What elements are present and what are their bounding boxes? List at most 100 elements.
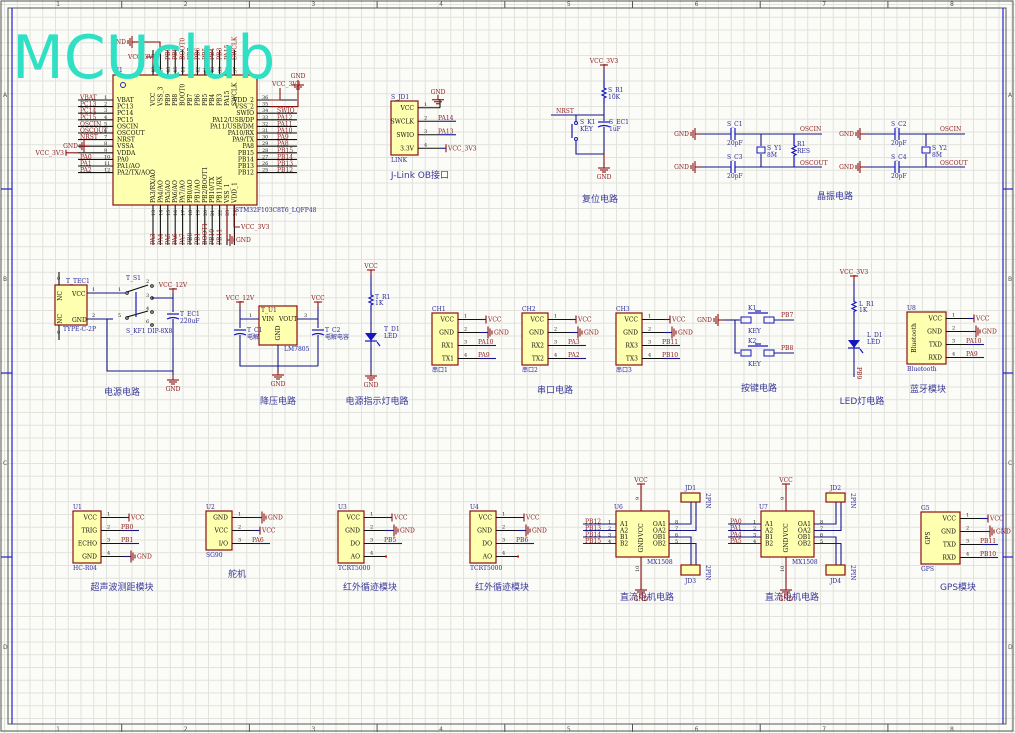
ground-symbol: GND bbox=[525, 524, 547, 537]
column-label: 3 bbox=[311, 1, 315, 8]
pin-number: 41 bbox=[203, 67, 209, 73]
ground-symbol: GND bbox=[975, 325, 997, 338]
pin-number: 3 bbox=[104, 108, 107, 114]
value: RES bbox=[797, 148, 810, 155]
pin-label: SWIO bbox=[236, 110, 254, 117]
section-caption: 串口电路 bbox=[537, 384, 573, 396]
pin-number: 3 bbox=[238, 538, 241, 544]
net-label: PA1 bbox=[80, 161, 92, 168]
pin-number: 2 bbox=[104, 102, 107, 108]
pin-label: PA6/AO bbox=[172, 180, 179, 203]
module-body bbox=[906, 311, 947, 365]
pin-number: 0 bbox=[57, 330, 60, 336]
section-caption: 电源指示灯电路 bbox=[345, 395, 408, 407]
ground-label: GND bbox=[268, 515, 283, 522]
pin-number: 46 bbox=[166, 67, 172, 73]
key-ref: K1 bbox=[748, 305, 756, 312]
module-ref: CH2 bbox=[522, 306, 536, 313]
pin-number: 6 bbox=[104, 128, 107, 134]
pin-label: OB1 bbox=[653, 534, 666, 541]
pin-number: 0 bbox=[57, 276, 60, 282]
pin-label: GND bbox=[941, 529, 956, 536]
capacitor bbox=[894, 161, 900, 173]
pin-number: 30 bbox=[262, 135, 268, 141]
pin-number: 2 bbox=[648, 327, 651, 333]
pin-number: 10 bbox=[635, 566, 641, 572]
section-caption: 电源电路 bbox=[104, 386, 140, 398]
section-caption: 直流电机电路 bbox=[620, 591, 674, 603]
net-label: PC15 bbox=[80, 114, 96, 121]
power-input-circuit: T_TEC1TYPE-C-2PVCCGNDNCNC0012123456GNDVC… bbox=[54, 272, 200, 398]
pin-label: OA1 bbox=[653, 521, 666, 528]
pin-label: 3.3V bbox=[400, 145, 415, 152]
section-caption: 超声波测距模块 bbox=[90, 581, 153, 593]
module-ref: U2 bbox=[206, 504, 215, 511]
pin-label: PC14 bbox=[117, 110, 133, 117]
pin-number: 35 bbox=[262, 102, 268, 108]
net-label: PA0 bbox=[730, 519, 742, 526]
pin-number: 3 bbox=[502, 538, 505, 544]
pin-label: VOUT bbox=[278, 316, 297, 323]
ground-symbol: GND bbox=[674, 161, 701, 173]
section-caption: J-Link OB接口 bbox=[390, 169, 449, 181]
pin-number: 5 bbox=[675, 539, 678, 545]
pin-label: RX1 bbox=[441, 343, 454, 350]
row-label: D bbox=[3, 644, 8, 651]
pin-number: 3 bbox=[370, 538, 373, 544]
ref: T_S1 bbox=[126, 275, 141, 282]
module-body bbox=[920, 511, 961, 565]
row-label: B bbox=[1008, 276, 1012, 283]
pin-number: 2 bbox=[608, 526, 611, 532]
pin-number: 4 bbox=[952, 352, 955, 358]
pin-label: PB11/RX bbox=[217, 175, 224, 203]
ground-label: GND bbox=[166, 386, 181, 393]
pin-label: PA11/USB/DM bbox=[210, 123, 254, 130]
module-ref: U1 bbox=[73, 504, 82, 511]
net-label: PA1 bbox=[730, 525, 742, 532]
section-caption: 红外循迹模块 bbox=[475, 581, 529, 593]
ground-label: GND bbox=[236, 237, 251, 244]
column-label: 1 bbox=[56, 1, 60, 8]
pin-number: 8 bbox=[104, 141, 107, 147]
net-label: PA4 bbox=[730, 532, 742, 539]
pin-number: 11 bbox=[104, 161, 110, 167]
net-label: VCC_3V3 bbox=[35, 150, 65, 157]
pin-label: VIN bbox=[261, 316, 274, 323]
module-body bbox=[205, 510, 233, 551]
pin-label: VCC bbox=[213, 528, 228, 535]
pin-number: 6 bbox=[675, 533, 678, 539]
column-label: 3 bbox=[311, 726, 315, 733]
pin-number: 23 bbox=[225, 210, 231, 216]
pin-number: 1 bbox=[238, 512, 241, 518]
cap-plate bbox=[597, 124, 611, 128]
net-label: PB10 bbox=[662, 352, 678, 359]
pin-number: 20 bbox=[203, 210, 209, 216]
net-label: PB8 bbox=[172, 48, 179, 60]
pin-number: 3 bbox=[304, 313, 307, 319]
pin-label: NRST bbox=[117, 137, 135, 144]
ground-label: GND bbox=[697, 317, 712, 324]
power-label: VCC_3V3 bbox=[839, 269, 869, 276]
net-label: OSCOUT bbox=[800, 160, 828, 167]
pin-label: AO bbox=[350, 554, 360, 561]
row-label: C bbox=[1008, 460, 1012, 467]
pin-number: 4 bbox=[424, 142, 427, 148]
pin-label: PA4/AO bbox=[157, 180, 164, 203]
pin-number: 1 bbox=[249, 313, 252, 319]
net-label: PB3 bbox=[217, 48, 224, 60]
ground-symbol: GND bbox=[634, 585, 649, 603]
ground-symbol: GND bbox=[261, 511, 283, 524]
module-body bbox=[469, 510, 497, 564]
connector-part: 2PIN bbox=[704, 493, 711, 508]
pin-label: PA9/TX bbox=[232, 137, 255, 144]
power-label: VCC bbox=[487, 317, 502, 324]
net-label: PB5 bbox=[384, 537, 396, 544]
vdd1-wire bbox=[233, 205, 240, 228]
module-footer: SG90 bbox=[206, 552, 223, 559]
cap-plate bbox=[233, 332, 247, 336]
